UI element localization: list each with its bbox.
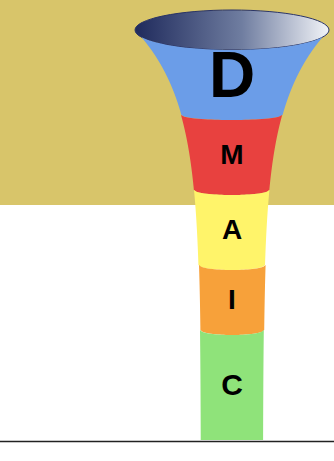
band-fill (194, 190, 269, 270)
band-fill (200, 330, 264, 440)
band-fill (135, 30, 329, 120)
band-fill (199, 265, 266, 335)
funnel-band: C (200, 330, 264, 440)
funnel-band: D (135, 30, 329, 120)
band-fill (181, 115, 282, 195)
box-border (0, 441, 334, 443)
header-band (0, 0, 334, 205)
phase-letter: A (222, 216, 242, 244)
funnel-band: M (181, 115, 282, 195)
funnel-band: I (199, 265, 266, 335)
phase-letter: D (209, 43, 255, 107)
phase-letter: I (228, 286, 236, 314)
phase-letter: C (221, 370, 243, 400)
phase-letter: M (220, 141, 243, 169)
funnel-band: A (194, 190, 269, 270)
